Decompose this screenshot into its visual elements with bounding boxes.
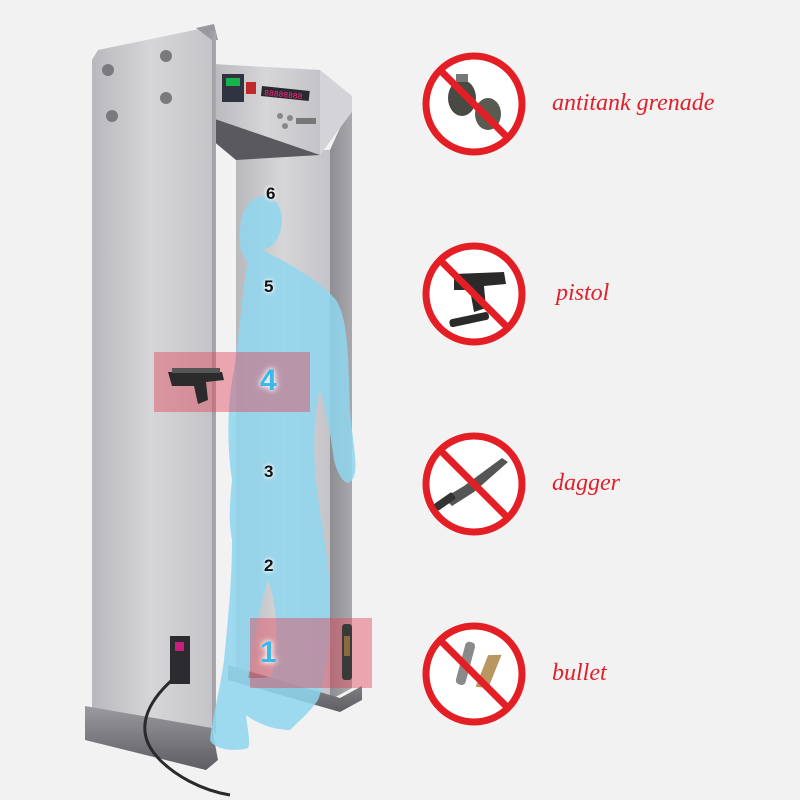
bullet-icon [422, 622, 526, 726]
dagger-icon [422, 432, 526, 536]
grenade-icon [422, 52, 526, 156]
detector-display: 88888888 [264, 89, 303, 102]
bullet-label: bullet [552, 660, 607, 686]
zone-4-label: 4 [260, 364, 277, 397]
pistol-label: pistol [556, 280, 610, 306]
control-header: 88888888 [212, 64, 352, 160]
pistol-in-zone-icon [168, 368, 224, 404]
dagger-label: dagger [552, 470, 620, 496]
bullet-in-zone-icon [342, 624, 352, 680]
left-pillar [85, 24, 231, 797]
zone-5-label: 5 [264, 277, 274, 296]
grenade-label: antitank grenade [552, 90, 715, 116]
zone-3-label: 3 [264, 462, 274, 481]
zone-1-label: 1 [260, 636, 277, 669]
person-silhouette [210, 196, 356, 750]
pistol-icon [422, 242, 526, 346]
zone-6-label: 6 [266, 184, 276, 203]
zone-2-label: 2 [264, 556, 274, 575]
